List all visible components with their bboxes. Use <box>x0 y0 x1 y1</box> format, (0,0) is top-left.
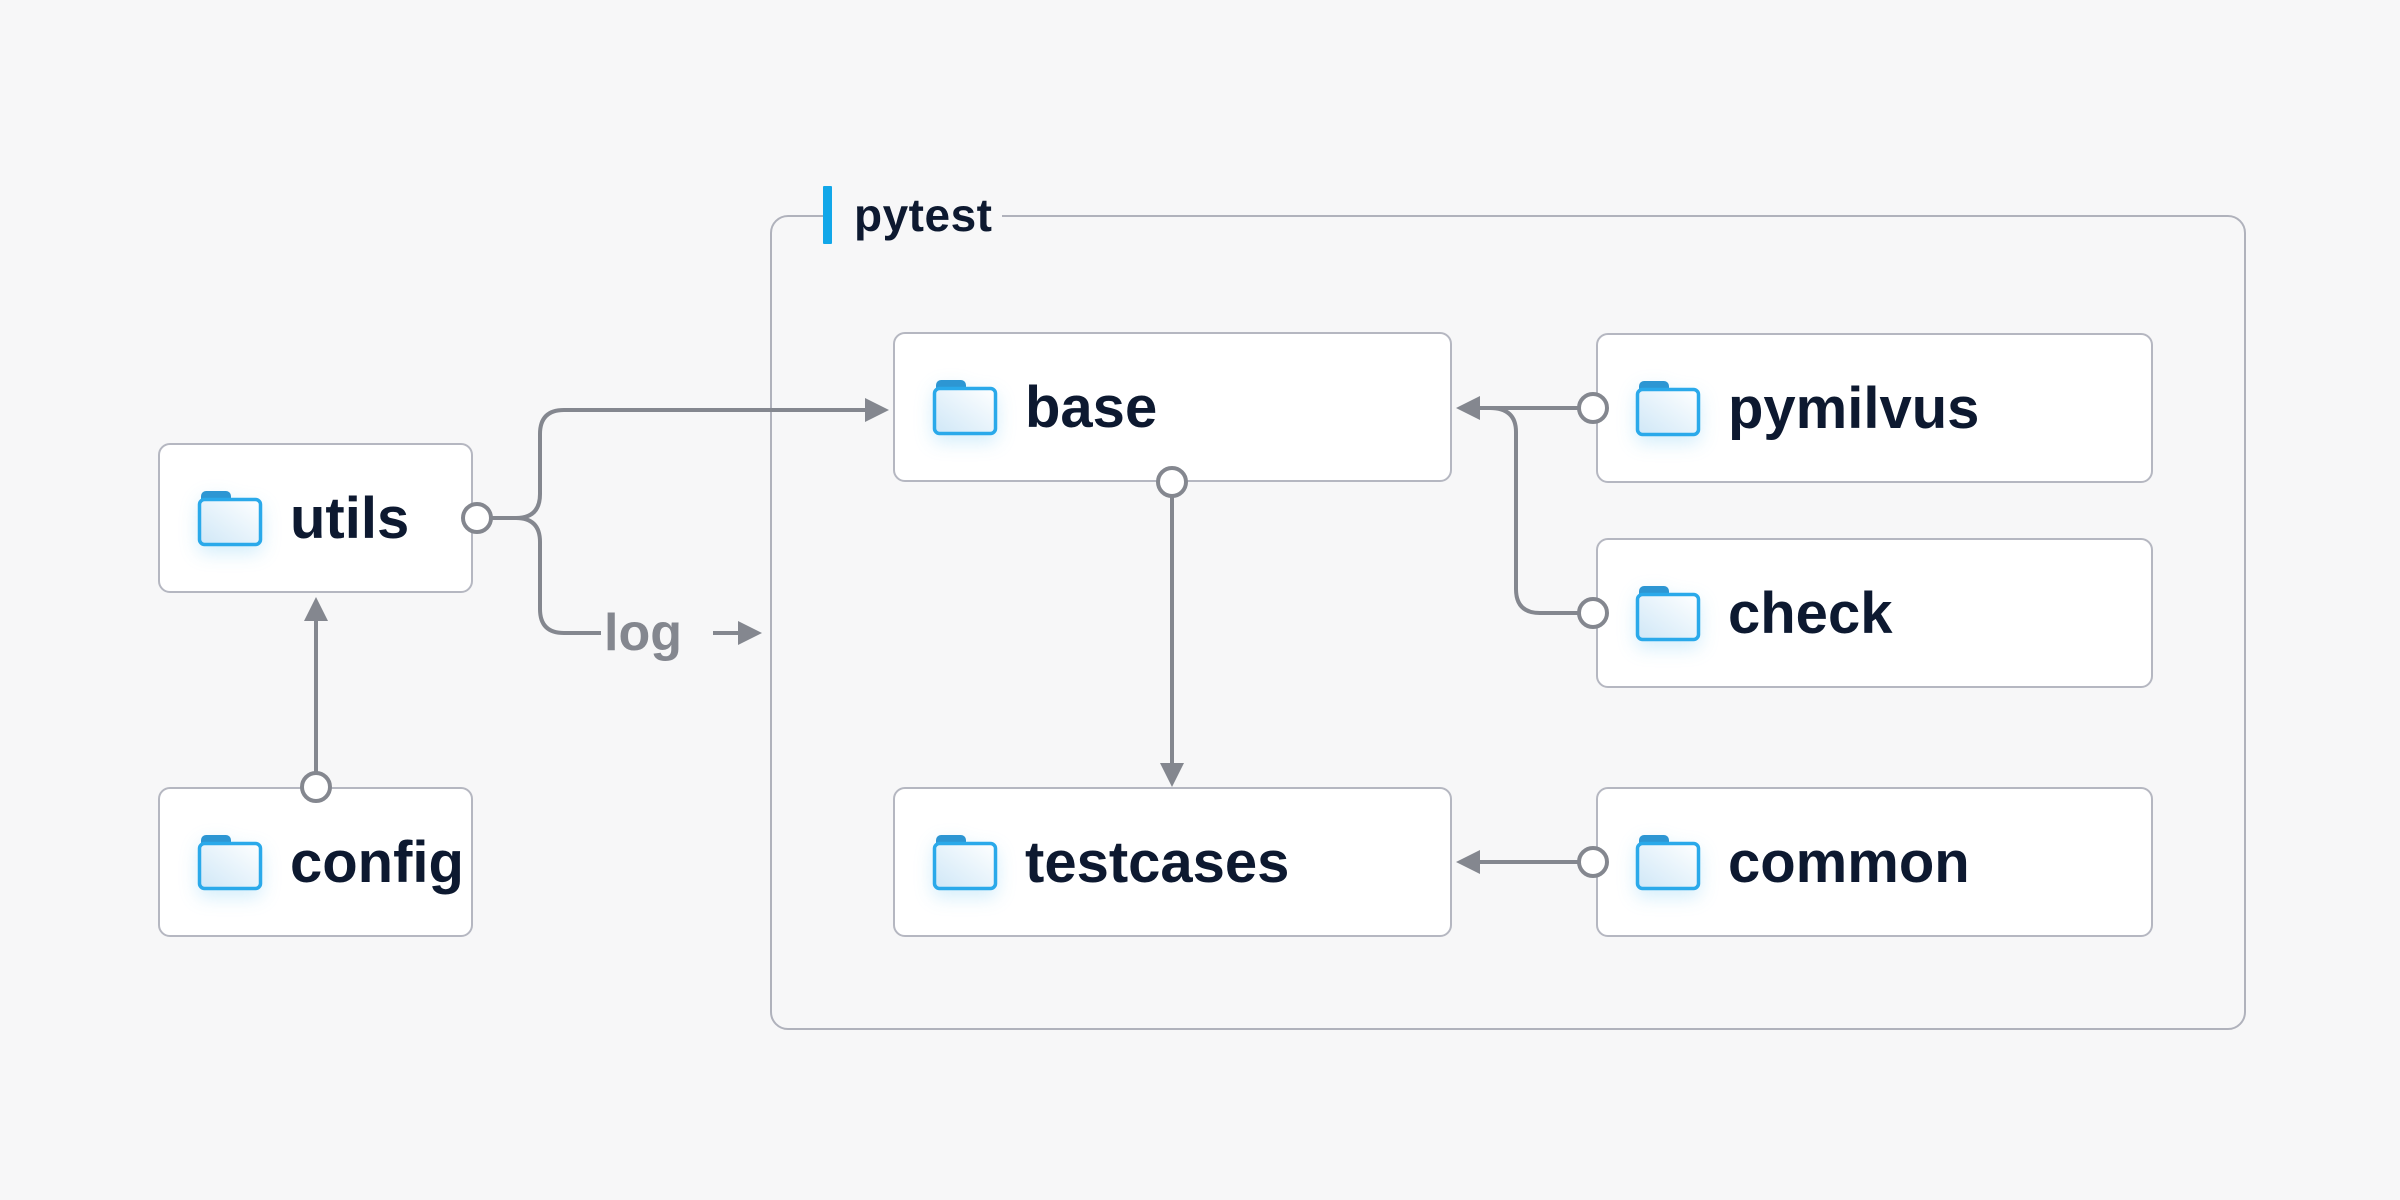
node-config: config <box>158 787 473 937</box>
node-common-label: common <box>1728 829 1970 895</box>
node-testcases: testcases <box>893 787 1452 937</box>
node-check-label: check <box>1728 580 1893 646</box>
node-check: check <box>1596 538 2153 688</box>
folder-icon <box>1635 379 1701 437</box>
folder-icon <box>932 378 998 436</box>
edge-utils-log <box>491 516 601 635</box>
folder-icon <box>197 489 263 547</box>
node-pymilvus: pymilvus <box>1596 333 2153 483</box>
node-base: base <box>893 332 1452 482</box>
node-utils-label: utils <box>290 485 410 551</box>
pytest-group-box <box>770 215 2246 1030</box>
node-config-label: config <box>290 829 464 895</box>
group-label-text: pytest <box>854 189 993 241</box>
pytest-group-label: pytest <box>823 184 1003 246</box>
edge-label-log: log <box>604 604 682 662</box>
accent-bar-icon <box>823 186 832 244</box>
node-common: common <box>1596 787 2153 937</box>
node-testcases-label: testcases <box>1025 829 1290 895</box>
node-utils: utils <box>158 443 473 593</box>
folder-icon <box>197 833 263 891</box>
folder-icon <box>1635 584 1701 642</box>
node-pymilvus-label: pymilvus <box>1728 375 1980 441</box>
node-base-label: base <box>1025 374 1158 440</box>
folder-icon <box>932 833 998 891</box>
folder-icon <box>1635 833 1701 891</box>
